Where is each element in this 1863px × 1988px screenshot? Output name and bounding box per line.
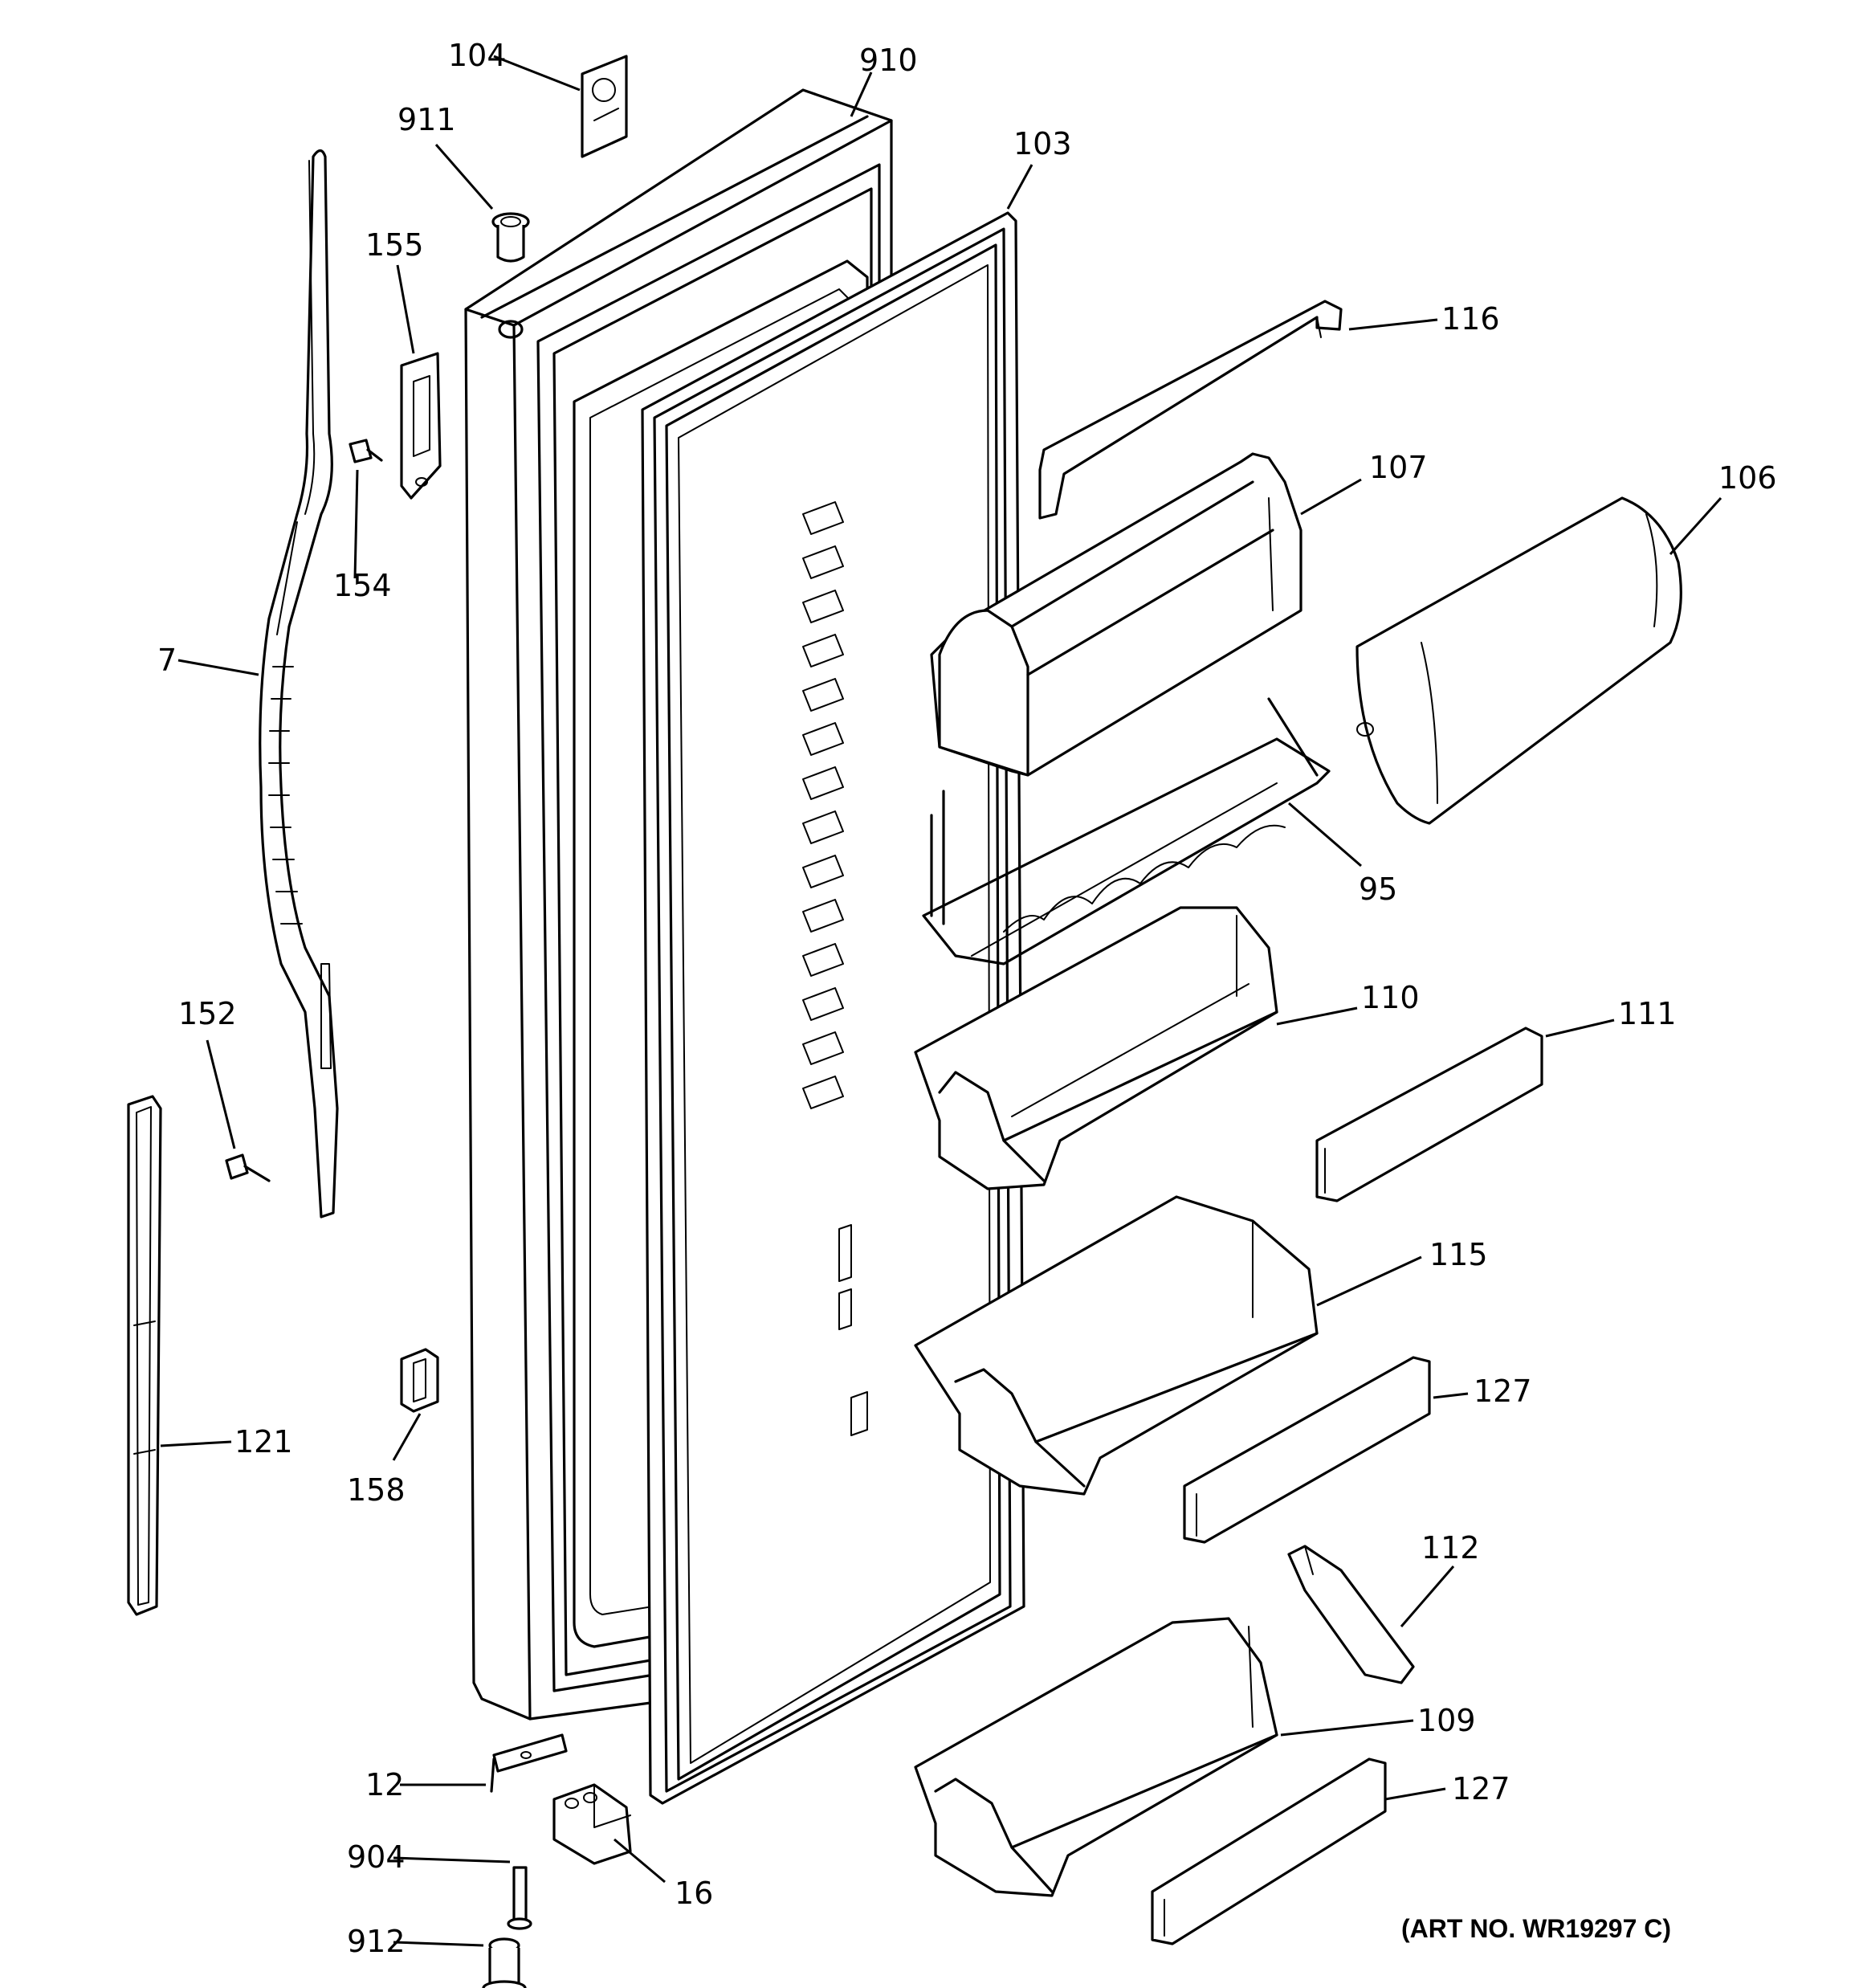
callout-158: 158	[347, 1472, 406, 1508]
wire-rack	[922, 697, 1331, 965]
dairy-cover	[1355, 496, 1682, 825]
callout-912: 912	[347, 1924, 406, 1959]
door-gasket	[641, 211, 1025, 1805]
callout-95: 95	[1359, 872, 1397, 907]
callout-910: 910	[859, 43, 918, 78]
trim-strip	[127, 1095, 162, 1616]
small-bin-112	[1287, 1545, 1415, 1684]
bin-front-127-upper	[1183, 1356, 1431, 1544]
callout-110: 110	[1361, 980, 1420, 1015]
hinge-plate	[490, 1733, 568, 1793]
door-bin-109	[914, 1617, 1278, 1897]
bottom-bushing	[482, 1937, 527, 1988]
callout-106: 106	[1718, 460, 1777, 496]
callout-12: 12	[365, 1767, 404, 1802]
callout-155: 155	[365, 227, 424, 263]
callout-904: 904	[347, 1839, 406, 1875]
liner-shelf-supports	[802, 501, 868, 1436]
callout-7: 7	[157, 643, 177, 678]
screw-154	[349, 439, 383, 463]
door-bin-115	[914, 1195, 1319, 1496]
callout-16: 16	[675, 1876, 713, 1911]
callout-154: 154	[333, 568, 392, 603]
nameplate-badge	[581, 55, 628, 158]
end-cap	[400, 1348, 439, 1413]
hinge-bushing	[491, 212, 530, 263]
hinge-bracket	[400, 352, 442, 500]
screw-904	[507, 1866, 532, 1930]
callout-116: 116	[1441, 301, 1500, 337]
art-number: (ART NO. WR19297 C)	[1401, 1914, 1671, 1943]
callout-labels: 104 910 911 103 155 116 154 107 106 7 95…	[157, 38, 1777, 1959]
bin-front-111	[1315, 1027, 1543, 1202]
callout-107: 107	[1369, 450, 1428, 485]
callout-112: 112	[1421, 1530, 1480, 1565]
screw-152	[225, 1153, 271, 1182]
leader-lines	[160, 55, 1722, 1947]
callout-152: 152	[178, 996, 237, 1031]
bin-front-127-lower	[1151, 1757, 1387, 1945]
callout-127-upper: 127	[1474, 1374, 1532, 1409]
handle	[259, 149, 339, 1219]
door-bin-110	[914, 906, 1278, 1190]
upper-bin	[930, 452, 1302, 777]
callout-121: 121	[234, 1424, 293, 1459]
callout-104: 104	[448, 38, 507, 73]
callout-109: 109	[1417, 1703, 1476, 1738]
callout-115: 115	[1429, 1237, 1488, 1272]
shelf-rail	[1038, 300, 1343, 520]
callout-911: 911	[397, 102, 456, 137]
callout-127-lower: 127	[1452, 1771, 1510, 1806]
bottom-hinge	[552, 1783, 632, 1865]
callout-103: 103	[1013, 126, 1072, 161]
callout-111: 111	[1618, 996, 1677, 1031]
